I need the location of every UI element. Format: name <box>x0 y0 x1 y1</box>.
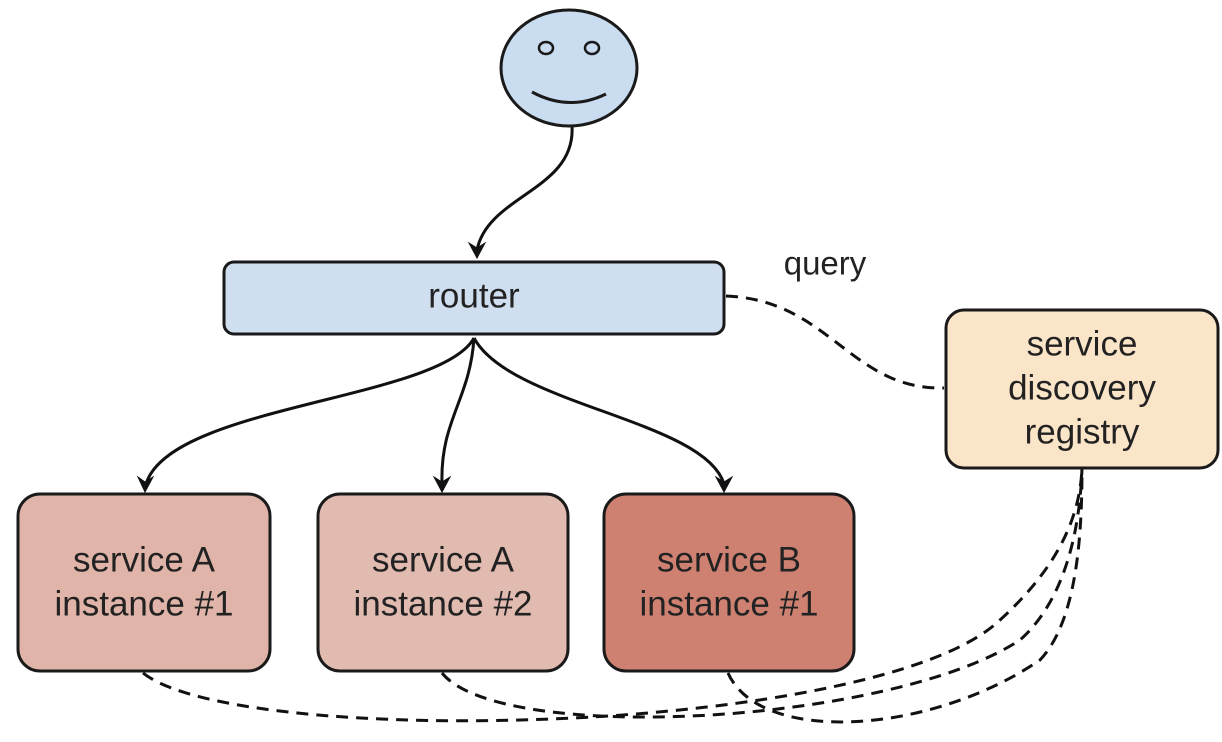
registry-label-line-1: service <box>1027 324 1138 363</box>
registry-box <box>944 308 1220 470</box>
service-b-instance-1-node: service B instance #1 <box>602 492 856 673</box>
service-a-instance-2-box <box>316 492 570 673</box>
registry-label-line-3: registry <box>1025 412 1140 451</box>
service-a-instance-2-label-line-2: instance #2 <box>353 584 532 623</box>
service-a-instance-1-label-line-1: service A <box>73 540 216 579</box>
edge-service-b-1-register <box>726 467 1084 724</box>
edge-router-to-service-b-1 <box>472 337 726 485</box>
edge-service-a-2-register <box>440 467 1084 719</box>
edge-service-a-1-register <box>142 467 1084 723</box>
smiley-face-icon <box>499 8 639 128</box>
registry-node: service discovery registry <box>944 308 1220 470</box>
service-a-instance-1-label-line-2: instance #1 <box>54 584 233 623</box>
router-node: router <box>222 260 726 336</box>
smile-icon <box>531 90 607 104</box>
arrowhead-service-a-1 <box>136 475 155 494</box>
query-label: query <box>784 245 867 282</box>
service-a-instance-2-node: service A instance #2 <box>316 492 570 673</box>
service-b-instance-1-label-line-1: service B <box>657 540 801 579</box>
router-label: router <box>428 276 520 315</box>
arrowhead-service-a-2 <box>432 475 452 494</box>
left-eye-icon <box>537 40 555 56</box>
router-box <box>222 260 726 336</box>
service-b-instance-1-box <box>602 492 856 673</box>
right-eye-icon <box>583 40 601 56</box>
edge-router-to-service-a-1 <box>144 337 476 485</box>
edge-router-to-service-a-2 <box>440 337 476 485</box>
service-a-instance-2-label-line-1: service A <box>372 540 515 579</box>
arrowhead-service-b-1 <box>714 475 734 494</box>
service-b-instance-1-label-line-2: instance #1 <box>639 584 818 623</box>
registry-label-line-2: discovery <box>1008 368 1156 407</box>
user-node <box>499 8 639 128</box>
edge-user-to-router <box>475 125 574 251</box>
arrowhead-router <box>467 241 487 260</box>
service-a-instance-1-node: service A instance #1 <box>16 492 272 673</box>
edge-router-query-registry <box>725 294 945 390</box>
service-a-instance-1-box <box>16 492 272 673</box>
